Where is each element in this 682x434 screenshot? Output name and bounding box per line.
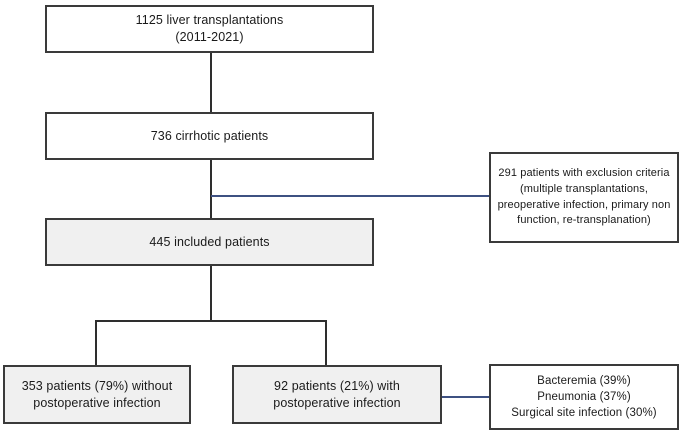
node-with-postoperative-infection: 92 patients (21%) with postoperative inf… [232,365,442,424]
connector-infection-types-branch [442,396,489,398]
node-included-patients-label: 445 included patients [149,234,270,249]
node-cirrhotic-patients: 736 cirrhotic patients [45,112,374,160]
connector-total-to-cirrhotic [210,53,212,112]
node-cirrhotic-patients-label: 736 cirrhotic patients [150,128,269,143]
node-included-patients: 445 included patients [45,218,374,266]
connector-included-to-split [210,266,212,321]
node-excluded-patients-label: 291 patients with exclusion criteria (mu… [497,167,671,227]
node-infection-types: Bacteremia (39%) Pneumonia (37%) Surgica… [489,364,679,430]
node-without-postoperative-infection-label: 353 patients (79%) without postoperative… [21,378,173,410]
node-excluded-patients: 291 patients with exclusion criteria (mu… [489,152,679,243]
node-total-transplantations-label: 1125 liver transplantations (2011-2021) [135,13,284,44]
connector-cirrhotic-to-included [210,160,212,218]
node-total-transplantations: 1125 liver transplantations (2011-2021) [45,5,374,53]
node-infection-types-label: Bacteremia (39%) Pneumonia (37%) Surgica… [511,374,657,420]
node-with-postoperative-infection-label: 92 patients (21%) with postoperative inf… [273,378,401,410]
connector-split-to-with-infection [325,320,327,365]
node-without-postoperative-infection: 353 patients (79%) without postoperative… [3,365,191,424]
connector-split-bar [95,320,327,322]
connector-split-to-without-infection [95,320,97,365]
connector-exclusion-branch [211,195,489,197]
